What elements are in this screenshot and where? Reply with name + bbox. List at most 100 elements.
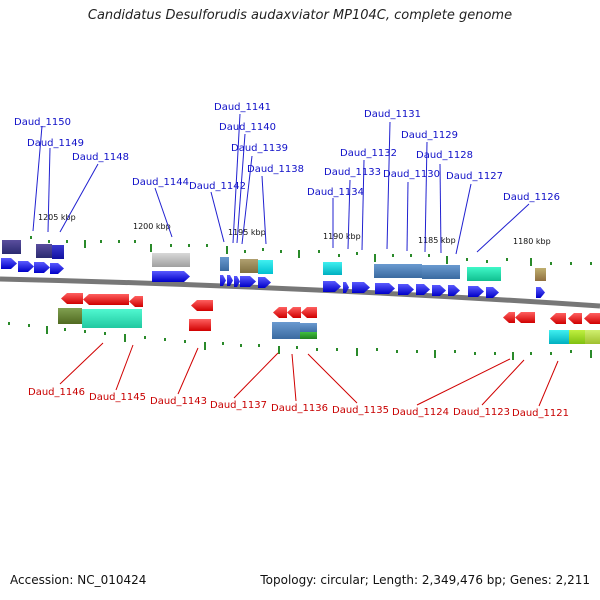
scale-tick <box>188 244 190 247</box>
forward-gene-arrow <box>234 276 240 287</box>
gene-feature-block <box>300 332 317 339</box>
scale-label: 1190 kbp <box>323 232 361 241</box>
scale-tick <box>222 342 224 345</box>
scale-tick <box>506 258 508 261</box>
scale-tick <box>204 342 206 350</box>
scale-tick <box>356 348 358 356</box>
top-leader-line <box>386 121 391 250</box>
genome-backbone <box>0 276 600 309</box>
forward-gene-arrow <box>416 284 430 295</box>
scale-tick <box>48 240 50 243</box>
top-gene-label: Daud_1144 <box>132 177 189 188</box>
top-gene-label: Daud_1128 <box>416 150 473 161</box>
scale-tick <box>338 254 340 257</box>
scale-tick <box>392 254 394 257</box>
forward-gene-arrow <box>18 261 34 272</box>
forward-gene-arrow <box>34 262 50 273</box>
scale-tick <box>454 350 456 353</box>
scale-tick <box>486 260 488 263</box>
reverse-gene-arrow <box>584 313 600 324</box>
scale-tick <box>428 254 430 257</box>
bottom-gene-label: Daud_1124 <box>392 407 449 418</box>
reverse-gene-arrow <box>61 293 83 304</box>
gene-feature-block <box>440 265 460 279</box>
reverse-gene-arrow <box>273 307 287 318</box>
reverse-gene-block <box>189 319 211 331</box>
top-gene-label: Daud_1150 <box>14 117 71 128</box>
scale-tick <box>30 236 32 239</box>
scale-tick <box>244 250 246 253</box>
reverse-gene-arrow <box>301 307 317 318</box>
gene-feature-block <box>422 265 440 279</box>
scale-tick <box>118 240 120 243</box>
top-leader-line <box>236 133 246 244</box>
top-leader-line <box>476 203 530 253</box>
bottom-gene-label: Daud_1145 <box>89 392 146 403</box>
top-leader-line <box>232 113 241 244</box>
scale-label: 1180 kbp <box>513 237 551 246</box>
reverse-gene-arrow <box>129 296 143 307</box>
scale-tick <box>144 336 146 339</box>
forward-gene-arrow <box>50 263 64 274</box>
top-leader-line <box>455 183 472 255</box>
scale-tick <box>66 240 68 243</box>
scale-tick <box>258 344 260 347</box>
gene-feature-block <box>300 323 317 333</box>
gene-feature-block <box>58 308 82 324</box>
scale-tick <box>28 324 30 327</box>
forward-gene-arrow <box>448 285 460 296</box>
gene-feature-block <box>82 309 142 328</box>
bottom-leader-line <box>291 353 297 402</box>
top-leader-line <box>361 159 365 251</box>
scale-tick <box>296 346 298 349</box>
gene-feature-block <box>52 245 64 259</box>
scale-tick <box>100 240 102 243</box>
bottom-leader-line <box>481 359 525 406</box>
reverse-gene-arrow <box>83 294 129 305</box>
scale-tick <box>124 334 126 342</box>
scale-tick <box>46 326 48 334</box>
forward-gene-arrow <box>240 276 256 287</box>
bottom-leader-line <box>538 360 559 407</box>
genome-summary: Topology: circular; Length: 2,349,476 bp… <box>260 573 590 587</box>
gene-feature-block <box>36 244 52 258</box>
forward-gene-arrow <box>343 282 349 293</box>
scale-tick <box>184 340 186 343</box>
reverse-gene-arrow <box>287 307 301 318</box>
top-gene-label: Daud_1148 <box>72 152 129 163</box>
gene-feature-block <box>374 264 398 278</box>
top-leader-line <box>210 191 225 243</box>
forward-gene-arrow <box>352 282 370 293</box>
gene-feature-block <box>272 322 300 339</box>
scale-tick <box>280 250 282 253</box>
scale-tick <box>466 258 468 261</box>
scale-tick <box>84 240 86 248</box>
top-leader-line <box>47 147 51 233</box>
scale-tick <box>570 262 572 265</box>
top-leader-line <box>261 175 267 245</box>
scale-tick <box>530 258 532 266</box>
scale-tick <box>356 252 358 255</box>
scale-tick <box>8 322 10 325</box>
scale-label: 1185 kbp <box>418 236 456 245</box>
bottom-gene-label: Daud_1143 <box>150 396 207 407</box>
scale-tick <box>298 250 300 258</box>
gene-feature-block <box>467 267 501 281</box>
scale-tick <box>164 338 166 341</box>
scale-tick <box>570 350 572 353</box>
forward-gene-arrow <box>375 283 395 294</box>
scale-tick <box>550 352 552 355</box>
gene-feature-block <box>220 257 229 271</box>
scale-tick <box>446 256 448 264</box>
scale-tick <box>416 350 418 353</box>
scale-tick <box>512 352 514 360</box>
top-gene-label: Daud_1126 <box>503 192 560 203</box>
scale-tick <box>318 250 320 253</box>
top-gene-label: Daud_1131 <box>364 109 421 120</box>
top-gene-label: Daud_1133 <box>324 167 381 178</box>
top-gene-label: Daud_1138 <box>247 164 304 175</box>
top-leader-line <box>59 163 99 233</box>
scale-tick <box>134 240 136 243</box>
reverse-gene-arrow <box>515 312 535 323</box>
